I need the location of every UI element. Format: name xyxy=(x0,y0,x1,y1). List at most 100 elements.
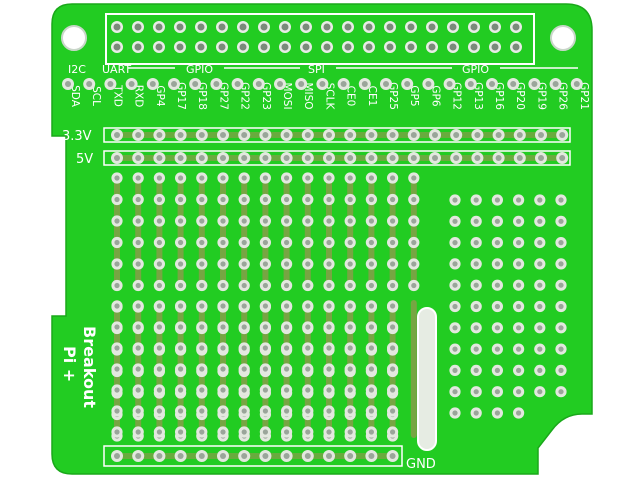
strip-hole-hole xyxy=(220,408,226,414)
rail-pad-hole xyxy=(177,155,184,161)
rail-pad-hole xyxy=(135,132,142,138)
strip-hole-hole xyxy=(347,261,353,267)
rail-pad-hole xyxy=(453,155,460,161)
grid-hole-hole xyxy=(537,367,543,373)
strip-hole-hole xyxy=(368,324,374,330)
label-pad-hole xyxy=(489,81,495,87)
strip-hole-hole xyxy=(114,261,120,267)
strip-hole-hole xyxy=(411,196,417,203)
pin-label: GP18 xyxy=(196,82,208,110)
rail-pad-hole xyxy=(389,132,396,138)
strip-hole-hole xyxy=(135,324,141,330)
strip-hole-hole xyxy=(390,387,396,393)
grid-hole-hole xyxy=(452,389,458,395)
strip-hole-hole xyxy=(326,282,332,289)
strip-hole-hole xyxy=(305,345,311,351)
strip-hole-hole xyxy=(199,429,205,435)
grid-hole-hole xyxy=(452,240,458,246)
rail-label-5v: 5V xyxy=(76,152,93,167)
header-pin-hole xyxy=(344,43,352,51)
rail-trace xyxy=(112,155,560,161)
strip-hole-hole xyxy=(284,261,290,267)
rail-pad-hole xyxy=(114,155,120,161)
rail-pad-hole xyxy=(538,132,544,138)
header-pin-hole xyxy=(365,23,373,31)
header-pin-hole xyxy=(197,23,205,31)
rail-pad-hole xyxy=(283,155,290,161)
header-pin-hole xyxy=(449,43,457,51)
grid-hole-hole xyxy=(558,346,564,352)
pin-label: GP19 xyxy=(535,82,547,110)
rail-pad-hole xyxy=(368,132,375,138)
rail-pad-hole xyxy=(432,132,438,138)
label-pad-hole xyxy=(467,81,474,87)
strip-hole-hole xyxy=(220,345,226,351)
rail-label-gnd: GND xyxy=(406,457,436,472)
pin-label: RXD xyxy=(133,85,145,108)
strip-hole-hole xyxy=(411,282,417,289)
strip-hole-hole xyxy=(262,303,268,309)
strip-hole-hole xyxy=(368,175,374,181)
strip-hole-hole xyxy=(262,261,268,267)
strip-hole-hole xyxy=(114,429,120,435)
rail-pad-hole xyxy=(516,132,523,138)
grid-hole-hole xyxy=(558,261,564,267)
grid-hole-hole xyxy=(537,282,543,288)
grid-hole-hole xyxy=(494,325,500,331)
strip-hole-hole xyxy=(220,218,226,224)
rail-pad-hole xyxy=(156,132,163,138)
strip-hole-hole xyxy=(156,387,162,393)
rail-pads xyxy=(111,129,569,164)
label-pad-hole xyxy=(65,81,71,87)
header-pin-hole xyxy=(260,43,268,51)
strip-hole-hole xyxy=(390,366,396,372)
header-pin-hole xyxy=(134,43,142,51)
rail-pad-hole xyxy=(283,132,290,138)
logo-line-1: Breakout xyxy=(80,326,99,408)
pcb-board xyxy=(51,3,593,475)
header-pin-hole xyxy=(323,23,331,31)
rail-pad-hole xyxy=(559,132,566,138)
strip-hole-hole xyxy=(241,429,247,435)
strip-hole-hole xyxy=(326,196,332,203)
gnd-pad-hole xyxy=(347,453,354,459)
strip-hole-hole xyxy=(178,196,184,203)
rail-pad-hole xyxy=(241,132,248,138)
strip-hole-hole xyxy=(114,387,120,393)
grid-hole-hole xyxy=(516,218,522,224)
grid-hole-hole xyxy=(516,389,522,395)
header-pin-hole xyxy=(155,23,163,31)
strip-hole-hole xyxy=(284,324,290,330)
label-pad-hole xyxy=(298,81,305,87)
header-pin-hole xyxy=(428,43,436,51)
grid-hole-hole xyxy=(452,261,458,267)
header-pin-hole xyxy=(302,23,310,31)
grid-hole-hole xyxy=(558,325,564,331)
strip-hole-hole xyxy=(262,324,268,330)
strip-hole-hole xyxy=(305,366,311,372)
grid-hole-hole xyxy=(452,282,458,288)
strip-hole-hole xyxy=(220,303,226,309)
strip-hole-hole xyxy=(305,282,311,289)
label-pad-hole xyxy=(552,81,559,87)
strip-hole-hole xyxy=(220,366,226,372)
grid-hole-hole xyxy=(473,261,479,267)
strip-hole-hole xyxy=(114,303,120,309)
strip-hole-hole xyxy=(114,218,120,224)
gnd-pad-hole xyxy=(135,453,142,459)
strip-hole-hole xyxy=(368,261,374,267)
pin-label: CE1 xyxy=(366,86,378,107)
rail-pad-hole xyxy=(156,155,163,161)
grid-hole-hole xyxy=(516,197,522,203)
strip-hole-hole xyxy=(411,261,417,267)
strip-hole-hole xyxy=(390,408,396,414)
label-pad-hole xyxy=(531,81,538,87)
rail-label-3v3: 3.3V xyxy=(62,129,92,144)
strip-hole-hole xyxy=(220,261,226,267)
grid-hole-hole xyxy=(516,325,522,331)
board-slot xyxy=(417,307,437,451)
strip-hole-hole xyxy=(390,303,396,309)
strip-hole-hole xyxy=(220,239,226,246)
pin-label: GP26 xyxy=(557,82,569,110)
header-pin-hole xyxy=(239,43,247,51)
